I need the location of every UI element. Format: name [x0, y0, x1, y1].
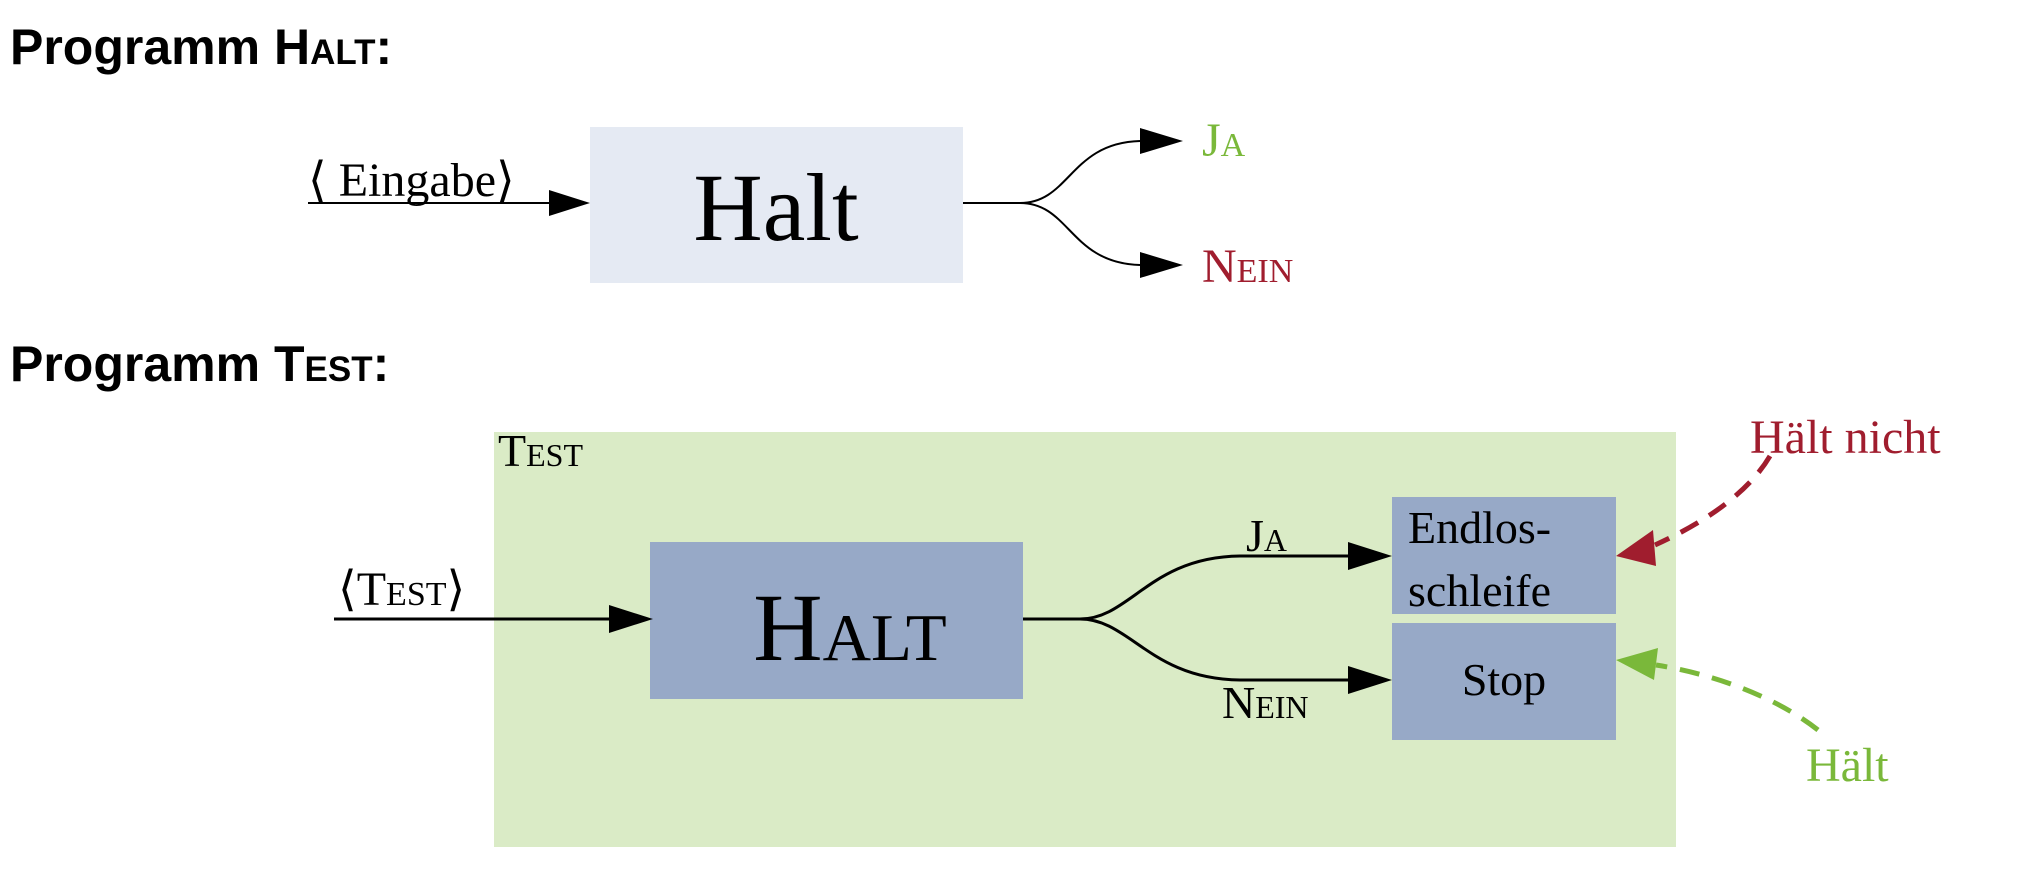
endless-loop-line-2: schleife: [1408, 565, 1551, 616]
input-label-eingabe: ⟨ Eingabe⟩: [308, 154, 515, 207]
annotation-halts: Hält: [1806, 739, 1889, 792]
heading-programm-test: Programm Test:: [10, 335, 389, 393]
halt-box-inner-label: Halt: [753, 574, 946, 681]
annotation-not-halts: Hält nicht: [1750, 411, 1941, 464]
annotation-halts-arrow: [1655, 662, 1820, 732]
heading-prefix: Programm: [10, 19, 274, 75]
branch-yes-arrow-head: [1140, 128, 1183, 154]
heading-program-name: Halt: [273, 19, 376, 75]
input-label-test: ⟨Test⟩: [338, 563, 465, 616]
halt-box-label: Halt: [693, 154, 859, 261]
heading-program-name: Test: [273, 336, 373, 392]
branch-yes-inner-arrow-head: [1348, 542, 1392, 570]
branch-no-inner-arrow-head: [1348, 666, 1392, 694]
input-arrow-head: [549, 190, 590, 216]
branch-no-inner-line: [1079, 617, 1360, 682]
heading-suffix: :: [372, 336, 390, 392]
halt-box-inner: [650, 542, 1023, 699]
stop-box-label: Stop: [1462, 654, 1546, 705]
input-test-arrow-head: [609, 605, 653, 633]
branch-yes-inner-line: [1023, 554, 1360, 621]
heading-prefix: Programm: [10, 336, 274, 392]
branch-no-arrow-head: [1140, 252, 1183, 278]
stop-box: [1392, 623, 1616, 740]
output-yes-label: Ja: [1202, 114, 1246, 167]
annotation-not-halts-arrow-head: [1616, 530, 1656, 566]
annotation-not-halts-arrow: [1653, 454, 1773, 548]
endless-loop-box: [1392, 497, 1616, 614]
halt-box: [590, 127, 963, 283]
endless-loop-line-1: Endlos-: [1408, 502, 1551, 553]
heading-programm-halt: Programm Halt:: [10, 18, 392, 76]
test-container-label: Test: [498, 425, 583, 476]
output-no-label: Nein: [1202, 240, 1293, 293]
branch-no-line: [1019, 202, 1141, 266]
bottom-diagram: Test Halt ⟨Test⟩ Ja Nein Endlos- schleif…: [334, 411, 1941, 847]
annotation-halts-arrow-head: [1616, 648, 1658, 680]
branch-yes-line: [963, 140, 1141, 204]
top-diagram: Halt ⟨ Eingabe⟩ Ja Nein: [308, 114, 1293, 293]
branch-yes-inner-label: Ja: [1246, 510, 1287, 561]
branch-no-inner-label: Nein: [1222, 677, 1309, 728]
heading-suffix: :: [375, 19, 393, 75]
